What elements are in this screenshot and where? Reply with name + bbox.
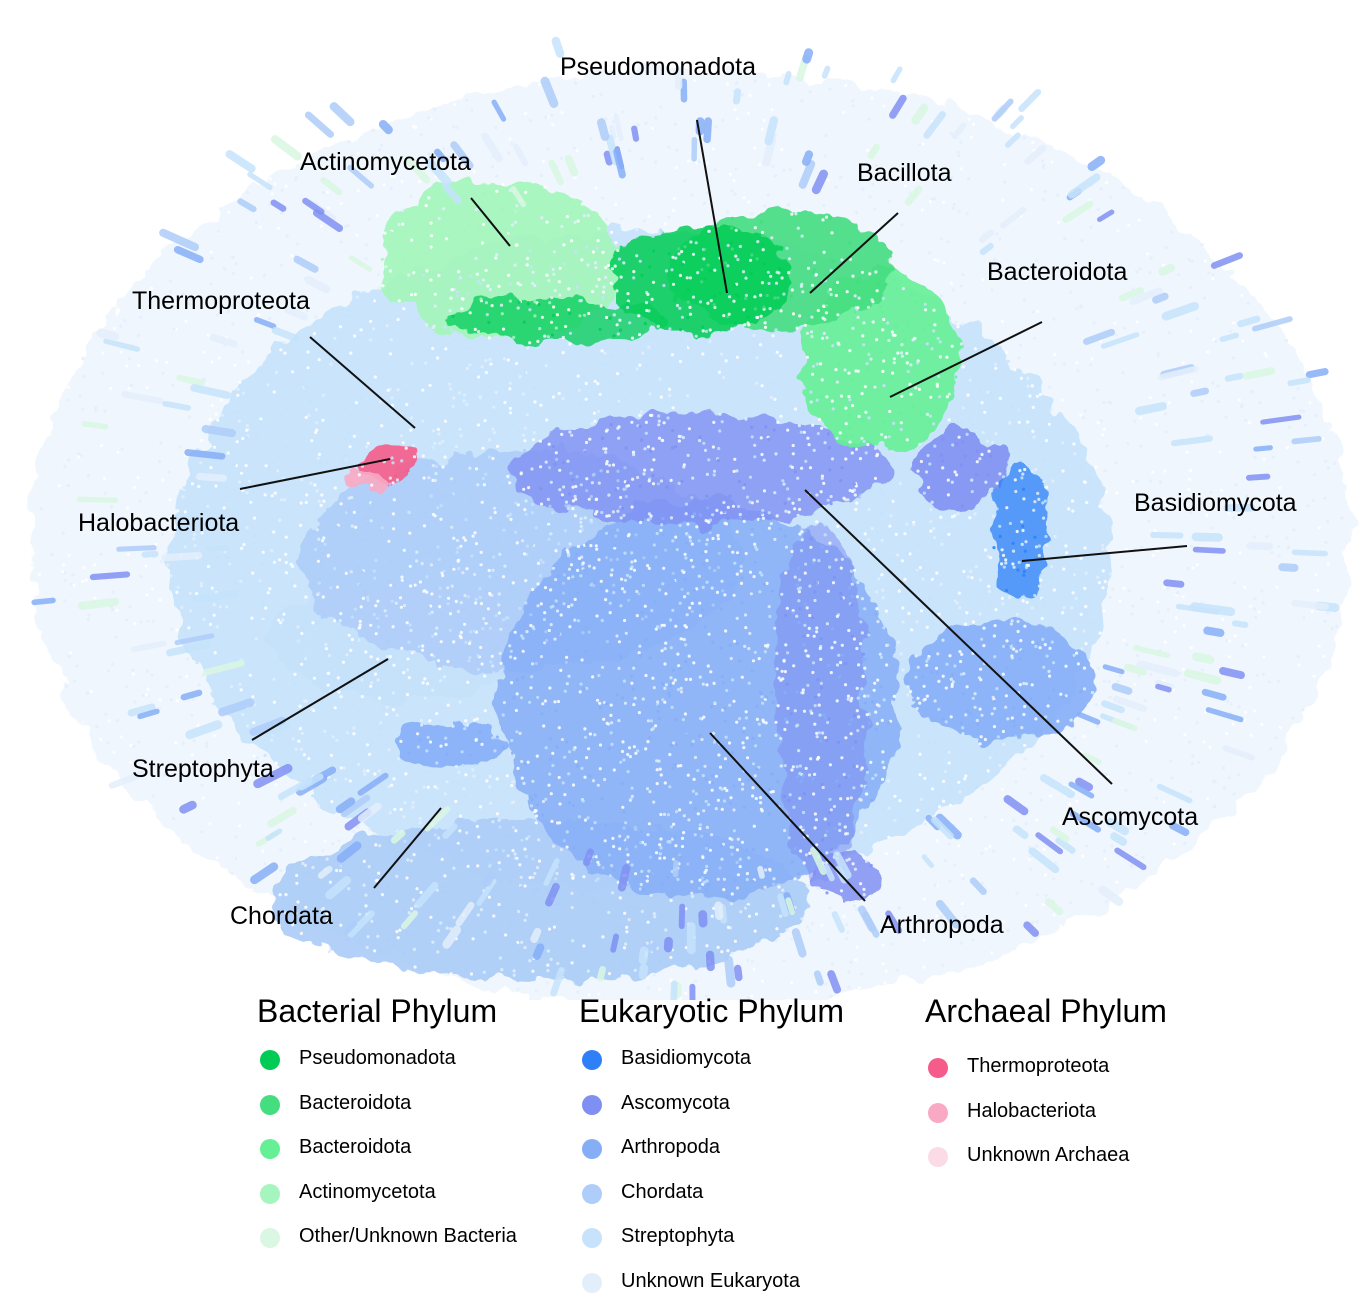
- leader-line: [804, 489, 1113, 785]
- legend-item: Arthropoda: [579, 1134, 844, 1179]
- pseudomonadota-band-region: [450, 298, 670, 342]
- cluster-label-chordata: Chordata: [230, 902, 333, 930]
- outlier-fragments: [31, 36, 1340, 1000]
- legend-item: Ascomycota: [579, 1090, 844, 1135]
- ascomycota-right-region: [915, 430, 1005, 510]
- legend-title: Bacterial Phylum: [257, 993, 498, 1029]
- legend-label: Basidiomycota: [621, 1047, 752, 1069]
- legend-dot-icon: [260, 1183, 280, 1204]
- leader-line: [251, 658, 389, 741]
- legend-title: Archaeal Phylum: [925, 993, 1167, 1029]
- legend-dot-icon: [260, 1139, 280, 1159]
- leader-line: [309, 336, 416, 429]
- legend-dot-icon: [928, 1102, 948, 1123]
- cluster-label-ascomycota: Ascomycota: [1062, 803, 1199, 831]
- legend-item: Bacteroidota: [257, 1090, 497, 1135]
- legend-label: Unknown Eukaryota: [621, 1269, 800, 1292]
- legend-item: Thermoproteota: [925, 1053, 1167, 1098]
- legend-dot-icon: [582, 1094, 602, 1115]
- legend-label: Other/Unknown Bacteria: [299, 1225, 517, 1247]
- legend-dot-icon: [260, 1094, 280, 1115]
- legend-dot-icon: [260, 1050, 280, 1070]
- pseudomonadota-arc-region: [610, 225, 790, 335]
- legend-dot-icon: [582, 1272, 602, 1293]
- cluster-label-bacillota: Bacillota: [857, 159, 952, 187]
- cluster-label-thermoproteota: Thermoproteota: [132, 287, 310, 315]
- legend-item: Chordata: [579, 1179, 844, 1224]
- legend-item: Actinomycetota: [257, 1179, 497, 1224]
- legend-item: Halobacteriota: [925, 1098, 1167, 1143]
- legend-item: Streptophyta: [579, 1223, 844, 1268]
- legend-dot-icon: [928, 1058, 948, 1078]
- legend-dot-icon: [928, 1147, 948, 1167]
- legend-label: Unknown Archaea: [967, 1144, 1130, 1166]
- cluster-label-arthropoda: Arthropoda: [880, 911, 1004, 939]
- legend-label: Thermoproteota: [967, 1055, 1110, 1077]
- legend-label: Pseudomonadota: [299, 1047, 456, 1069]
- legend-item: Unknown Archaea: [925, 1142, 1167, 1187]
- arthropoda-right-region: [905, 620, 1095, 740]
- leader-lines: [239, 119, 1188, 902]
- legend-title: Eukaryotic Phylum: [579, 993, 844, 1029]
- leader-line: [239, 458, 391, 490]
- cluster-label-basidiomycota: Basidiomycota: [1134, 489, 1297, 517]
- cluster-label-halobacteriota: Halobacteriota: [78, 509, 240, 537]
- legend-label: Actinomycetota: [299, 1180, 436, 1203]
- legend-dot-icon: [260, 1228, 280, 1248]
- legend-item: Pseudomonadota: [257, 1045, 497, 1090]
- legend-label: Arthropoda: [621, 1136, 720, 1158]
- leader-line: [470, 197, 511, 247]
- cluster-label-actinomycetota: Actinomycetota: [300, 148, 471, 176]
- leader-line: [696, 119, 728, 294]
- leader-line: [889, 321, 1043, 398]
- ascomycota-stream-region: [775, 520, 865, 880]
- legend-dot-icon: [582, 1050, 602, 1070]
- legend-item: Unknown Eukaryota: [579, 1268, 844, 1312]
- legend-label: Halobacteriota: [967, 1099, 1096, 1122]
- legend-item: Basidiomycota: [579, 1045, 844, 1090]
- scatter-speckle: [37, 69, 1344, 1000]
- leader-line: [373, 807, 442, 889]
- legend-dot-icon: [582, 1183, 602, 1204]
- scatter-plot: [30, 36, 1350, 1000]
- legend-item: Bacteroidota: [257, 1134, 497, 1179]
- legend-label: Chordata: [621, 1180, 704, 1203]
- halobacteriota-fringe-region: [347, 468, 383, 488]
- cluster-label-bacteroidota: Bacteroidota: [987, 258, 1128, 286]
- basidiomycota-ring-region: [992, 460, 1048, 600]
- leader-line: [1021, 545, 1188, 562]
- arthropoda-left-region: [395, 725, 505, 765]
- legend-label: Bacteroidota: [299, 1091, 412, 1114]
- legend-label: Streptophyta: [621, 1225, 735, 1247]
- cluster-label-streptophyta: Streptophyta: [132, 755, 274, 783]
- leader-line: [709, 732, 866, 902]
- ascomycota-band-region: [510, 415, 890, 525]
- legend-label: Ascomycota: [621, 1091, 730, 1114]
- legend-item: Other/Unknown Bacteria: [257, 1223, 517, 1268]
- legend-dot-icon: [582, 1139, 602, 1159]
- leader-line: [809, 212, 899, 294]
- legend-label: Bacteroidota: [299, 1136, 412, 1158]
- cluster-label-pseudomonadota: Pseudomonadota: [560, 53, 756, 81]
- legend-dot-icon: [582, 1228, 602, 1248]
